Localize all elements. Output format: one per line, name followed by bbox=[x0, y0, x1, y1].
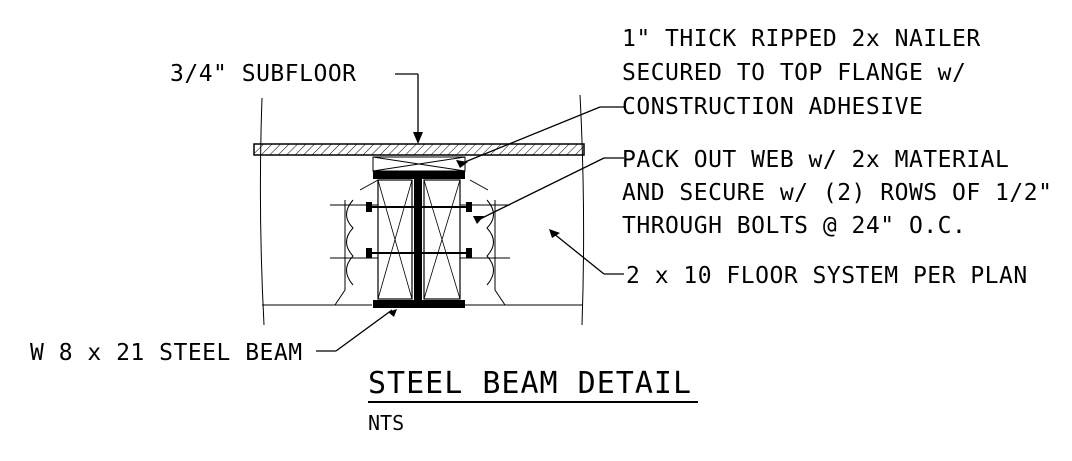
floor-joist-lines bbox=[259, 94, 585, 326]
left-hanger bbox=[330, 179, 379, 306]
label-floor-system: 2 x 10 FLOOR SYSTEM PER PLAN bbox=[626, 263, 1028, 289]
right-hanger bbox=[460, 179, 510, 306]
label-nailer-line2: SECURED TO TOP FLANGE w/ bbox=[622, 60, 966, 86]
through-bolts bbox=[366, 202, 472, 258]
label-packout-line2: AND SECURE w/ (2) ROWS OF 1/2" bbox=[622, 180, 1052, 206]
label-nailer-line3: CONSTRUCTION ADHESIVE bbox=[622, 94, 923, 120]
label-nailer-line1: 1" THICK RIPPED 2x NAILER bbox=[622, 26, 981, 52]
label-subfloor: 3/4" SUBFLOOR bbox=[170, 61, 357, 87]
label-packout-line3: THROUGH BOLTS @ 24" O.C. bbox=[622, 213, 966, 239]
leader-lines bbox=[316, 73, 624, 352]
detail-title: STEEL BEAM DETAIL bbox=[368, 366, 692, 401]
leader-arrowheads bbox=[388, 132, 560, 317]
subfloor-band bbox=[253, 143, 585, 156]
label-packout-line1: PACK OUT WEB w/ 2x MATERIAL bbox=[622, 147, 1009, 173]
nailer-block bbox=[372, 156, 466, 172]
label-steel-beam: W 8 x 21 STEEL BEAM bbox=[30, 340, 303, 366]
detail-scale: NTS bbox=[368, 411, 404, 435]
steel-beam bbox=[373, 171, 465, 308]
